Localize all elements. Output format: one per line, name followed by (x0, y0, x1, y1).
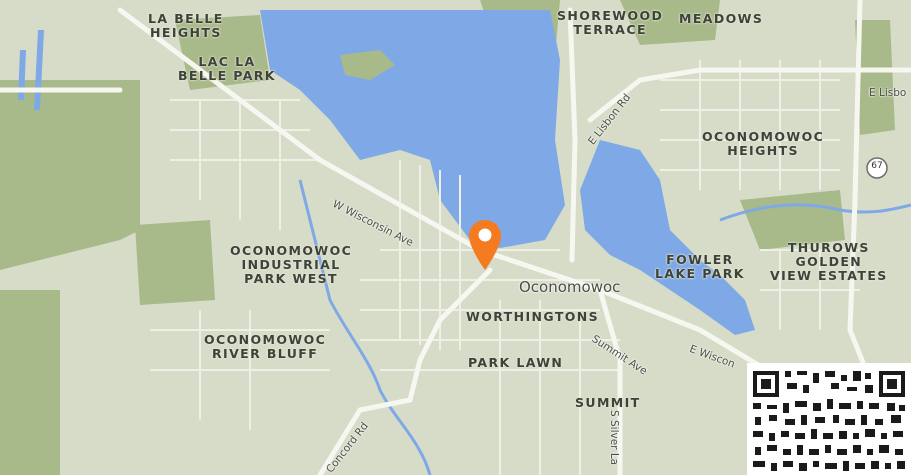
label-lac-la-belle-park: LAC LA BELLE PARK (178, 54, 276, 83)
label-summit: SUMMIT (575, 395, 641, 410)
street-s-silver-lake: S Silver La (608, 410, 620, 466)
label-shorewood-terrace: SHOREWOOD TERRACE (557, 8, 664, 37)
street-e-lisbon-edge: E Lisbo (869, 87, 907, 99)
highway-shield-icon (866, 157, 888, 179)
label-la-belle-heights: LA BELLE HEIGHTS (148, 11, 224, 40)
label-oconomowoc-industrial-park-west: OCONOMOWOC INDUSTRIAL PARK WEST (230, 243, 353, 286)
label-oconomowoc-heights: OCONOMOWOC HEIGHTS (702, 129, 825, 158)
label-city: Oconomowoc (519, 278, 621, 296)
highway-shield-number: 67 (871, 161, 883, 171)
label-park-lawn: PARK LAWN (468, 355, 564, 370)
qr-code-icon (747, 363, 911, 475)
label-thurows-golden-view-estates: THUROWS GOLDEN VIEW ESTATES (770, 240, 888, 283)
qr-code[interactable] (747, 363, 911, 475)
label-meadows: MEADOWS (679, 11, 764, 26)
label-worthingtons: WORTHINGTONS (466, 309, 600, 324)
label-oconomowoc-river-bluff: OCONOMOWOC RIVER BLUFF (204, 332, 327, 361)
location-pin-icon[interactable] (469, 220, 501, 270)
label-fowler-lake-park: FOWLER LAKE PARK (655, 252, 745, 281)
